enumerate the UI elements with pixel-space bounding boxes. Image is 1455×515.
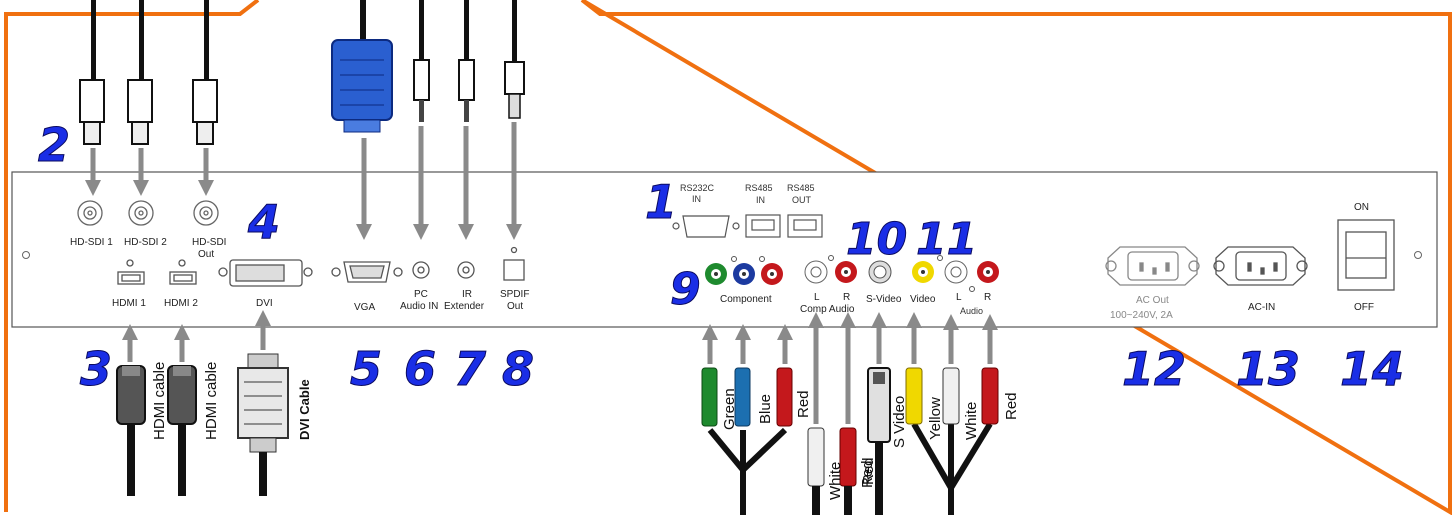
audio-plug-cables <box>413 0 525 122</box>
ac-in-label: AC-IN <box>1248 302 1275 313</box>
hdmi-cable-2-label: HDMI cable <box>203 362 220 440</box>
component-cables <box>701 367 793 515</box>
dvi-port <box>218 259 313 287</box>
hdmi-cables <box>116 365 197 496</box>
rs485-out-label-1: RS485 <box>787 183 815 193</box>
rs485-in-label-1: RS485 <box>745 183 773 193</box>
rear-panel <box>11 171 1438 328</box>
ir-label-1: IR <box>462 289 472 300</box>
comp-audio-ports <box>804 255 857 284</box>
green-cable-label: Green <box>721 388 738 430</box>
dvi-label: DVI <box>256 298 273 309</box>
ac-out-socket <box>1105 246 1200 286</box>
rs485-ports <box>745 214 823 238</box>
component-label: Component <box>720 294 772 305</box>
rs485-out-label-2: OUT <box>792 195 812 205</box>
red-cable-3-label: Red <box>860 457 877 485</box>
comp-r-label: R <box>843 292 850 303</box>
pc-audio-label-2: Audio IN <box>400 301 438 312</box>
bnc-cables <box>79 0 218 145</box>
hdmi1-label: HDMI 1 <box>112 298 146 309</box>
ac-out-label-1: AC Out <box>1136 295 1169 306</box>
number-11: 11 <box>916 214 977 265</box>
hdsdi-out-label-2: Out <box>198 249 214 260</box>
red-cable-4-label: Red <box>1003 392 1020 420</box>
hdmi2-label: HDMI 2 <box>164 298 198 309</box>
white-cable-2-label: White <box>963 402 980 440</box>
rs232-label-1: RS232C <box>680 183 715 193</box>
vga-cable <box>331 0 393 133</box>
component-ports <box>705 256 783 285</box>
vga-label: VGA <box>354 302 375 313</box>
audio-label: Audio <box>960 306 983 316</box>
hdsdi1-label: HD-SDI 1 <box>70 237 113 248</box>
rs232-label-2: IN <box>692 194 701 204</box>
number-13: 13 <box>1236 342 1300 396</box>
audio-r-label: R <box>984 292 991 303</box>
rs232-port <box>672 215 740 238</box>
number-3: 3 <box>80 342 112 396</box>
video-audio-ports <box>912 255 999 292</box>
input-arrows-bottom <box>121 309 999 424</box>
spdif-label-2: Out <box>507 301 523 312</box>
white-cable-1-label: White <box>827 462 844 500</box>
red-cable-1-label: Red <box>795 390 812 418</box>
dvi-cable-label: DVI Cable <box>297 379 312 440</box>
number-6: 6 <box>404 342 436 396</box>
audio-ports <box>412 246 525 281</box>
bnc-ports <box>77 200 219 226</box>
svideo-port <box>868 260 892 284</box>
dvi-cable <box>237 353 289 496</box>
number-8: 8 <box>502 342 534 396</box>
number-2: 2 <box>38 118 70 172</box>
pc-audio-label-1: PC <box>414 289 428 300</box>
comp-audio-label: Comp Audio <box>800 304 855 315</box>
video-label: Video <box>910 294 936 305</box>
hdmi-ports <box>117 259 197 285</box>
number-7: 7 <box>454 342 486 396</box>
ac-out-label-2: 100~240V, 2A <box>1110 310 1173 321</box>
yellow-cable-label: Yellow <box>927 397 944 440</box>
audio-l-label: L <box>956 292 962 303</box>
vga-port <box>331 261 403 283</box>
number-5: 5 <box>350 342 382 396</box>
input-arrows-top <box>84 122 523 241</box>
ir-label-2: Extender <box>444 301 485 312</box>
comp-audio-cables <box>807 427 857 515</box>
blue-cable-label: Blue <box>757 394 774 424</box>
comp-l-label: L <box>814 292 820 303</box>
number-1: 1 <box>645 175 677 229</box>
on-label: ON <box>1354 202 1369 213</box>
rs485-in-label-2: IN <box>756 195 765 205</box>
number-10: 10 <box>846 214 907 265</box>
svideo-label: S-Video <box>866 294 902 305</box>
spdif-label-1: SPDIF <box>500 289 529 300</box>
power-switch <box>1337 219 1395 291</box>
off-label: OFF <box>1354 302 1374 313</box>
hdmi-cable-1-label: HDMI cable <box>151 362 168 440</box>
hdsdi-out-label-1: HD-SDI <box>192 237 226 248</box>
hdsdi2-label: HD-SDI 2 <box>124 237 167 248</box>
svideo-cable <box>867 367 891 515</box>
svideo-cable-label: S Video <box>891 396 908 448</box>
video-audio-cables <box>905 367 999 515</box>
red-cable-2-label: Red <box>859 460 876 488</box>
ac-in-socket <box>1213 246 1308 286</box>
number-12: 12 <box>1122 342 1186 396</box>
number-14: 14 <box>1340 342 1404 396</box>
orange-frame <box>4 0 1452 515</box>
number-4: 4 <box>247 195 280 249</box>
number-9: 9 <box>670 264 701 315</box>
